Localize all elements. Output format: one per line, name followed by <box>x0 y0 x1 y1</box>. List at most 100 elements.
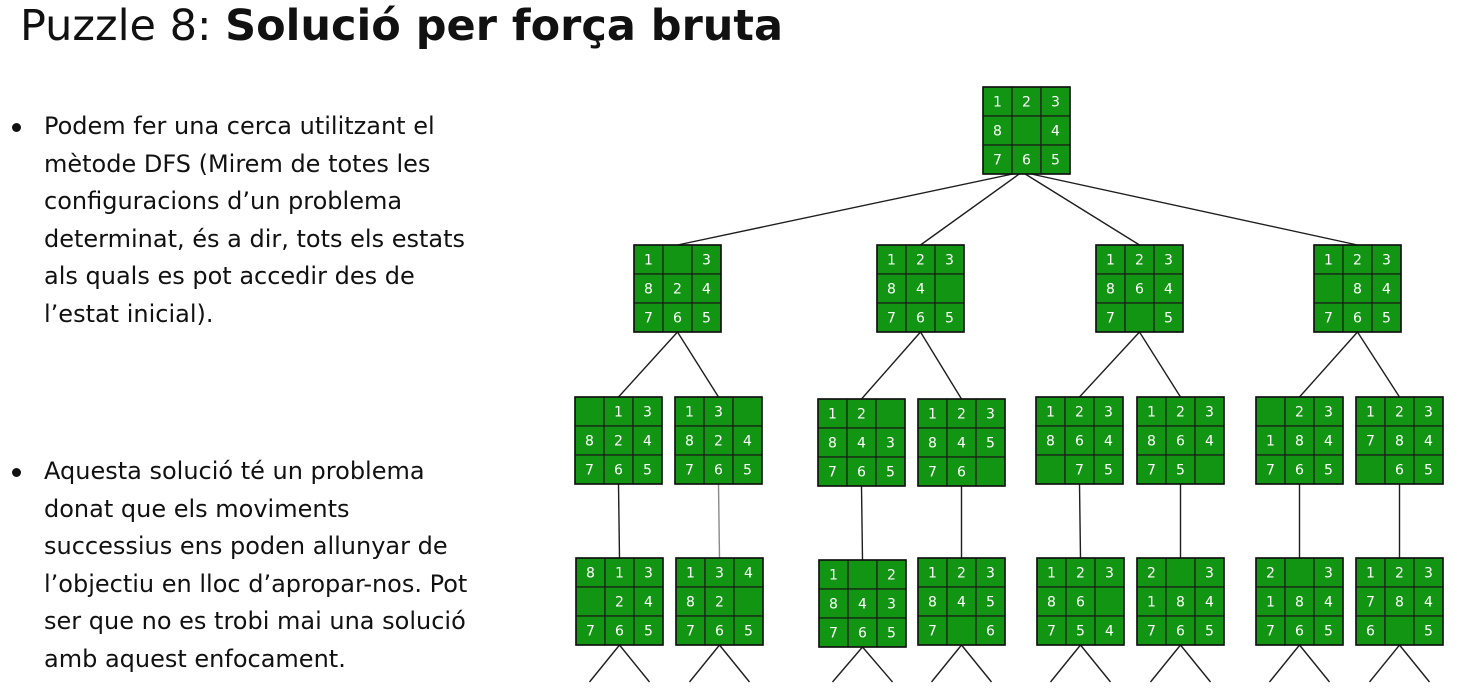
edge-root-to-state-4 <box>1021 171 1358 246</box>
tile <box>846 427 877 458</box>
tile-number: 4 <box>643 434 652 450</box>
tile-number: 1 <box>828 407 837 423</box>
tile-number: 7 <box>644 311 653 327</box>
tile <box>1095 273 1126 304</box>
edge-level2-to-level3-3 <box>860 485 864 561</box>
tile-number: 5 <box>1205 624 1214 640</box>
tile-number: 7 <box>1266 463 1275 479</box>
tile <box>1194 425 1225 456</box>
tile-number: 2 <box>1135 253 1144 269</box>
tile-number: 3 <box>1205 405 1214 421</box>
tile <box>1153 273 1184 304</box>
tile-number: 6 <box>986 624 995 640</box>
title-bold: Solució per força bruta <box>225 1 783 51</box>
edge-continue-left-3 <box>831 646 864 683</box>
tile <box>1384 425 1415 456</box>
tile-number: 2 <box>916 253 925 269</box>
edge-level1-to-level2-4 <box>919 331 963 400</box>
tile <box>817 398 848 429</box>
tile-number: 5 <box>1424 463 1433 479</box>
tile <box>1342 273 1373 304</box>
title-prefix: Puzzle 8: <box>20 1 226 51</box>
tile-number: 6 <box>1395 463 1404 479</box>
tile-number: 4 <box>644 595 653 611</box>
tile-number: 6 <box>1176 434 1185 450</box>
tile <box>946 427 977 458</box>
tile-number: 3 <box>702 253 711 269</box>
tile-number: 7 <box>585 463 594 479</box>
tile <box>917 456 948 487</box>
tile <box>1165 615 1196 646</box>
tile <box>1094 615 1125 646</box>
tile <box>703 454 734 485</box>
tile <box>905 273 936 304</box>
tile-number: 2 <box>1295 405 1304 421</box>
board-frame <box>1095 244 1184 333</box>
tile <box>574 396 605 427</box>
edge-level1-to-level2-7 <box>1298 331 1359 398</box>
tile-number: 8 <box>1395 434 1404 450</box>
tile <box>875 427 906 458</box>
tile-number: 4 <box>702 282 711 298</box>
board-frame <box>917 398 1006 487</box>
board-frame <box>1136 396 1225 485</box>
tile <box>1011 115 1042 146</box>
tile-number: 8 <box>993 124 1002 140</box>
tile-number: 5 <box>643 463 652 479</box>
tile-number: 3 <box>715 566 724 582</box>
tile-number: 5 <box>945 311 954 327</box>
tile-number: 8 <box>585 434 594 450</box>
tile-number: 2 <box>857 407 866 423</box>
tile-number: 1 <box>685 405 694 421</box>
edge-continue-right-7 <box>1298 644 1331 683</box>
tile-number: 4 <box>1205 595 1214 611</box>
tile-number: 7 <box>586 624 595 640</box>
tile-number: 4 <box>957 436 966 452</box>
board-frame <box>675 557 764 646</box>
tile-number: 4 <box>916 282 925 298</box>
tile-number: 6 <box>673 311 682 327</box>
tile-number: 6 <box>1366 624 1375 640</box>
tile <box>1165 396 1196 427</box>
tile-number: 4 <box>1424 434 1433 450</box>
tile-number: 1 <box>615 566 624 582</box>
tile-number: 7 <box>1324 311 1333 327</box>
tile-number: 8 <box>828 436 837 452</box>
tile-number: 7 <box>829 626 838 642</box>
tile-number: 3 <box>886 436 895 452</box>
bullet-list-2: Aquesta solució té un problema donat que… <box>8 453 478 678</box>
tile <box>1165 425 1196 456</box>
tile-number: 5 <box>702 311 711 327</box>
board-frame <box>1355 396 1444 485</box>
tile-number: 7 <box>993 153 1002 169</box>
tile <box>1064 396 1095 427</box>
tile-number: 5 <box>644 624 653 640</box>
tile-number: 7 <box>1266 624 1275 640</box>
edge-level1-to-level2-1 <box>617 331 679 398</box>
tile-number: 2 <box>1076 566 1085 582</box>
tile <box>1413 557 1444 588</box>
tile-number: 3 <box>1424 566 1433 582</box>
tile <box>1371 244 1402 275</box>
tile <box>733 586 764 617</box>
tile-number: 8 <box>1147 434 1156 450</box>
tile <box>1064 425 1095 456</box>
tile <box>1255 396 1286 427</box>
tile-number: 4 <box>1324 595 1333 611</box>
tile <box>1413 615 1444 646</box>
tile-number: 4 <box>857 436 866 452</box>
tile <box>1035 396 1066 427</box>
tile-number: 8 <box>829 597 838 613</box>
board-frame <box>674 396 763 485</box>
tile-number: 7 <box>1366 434 1375 450</box>
tile-number: 1 <box>1106 253 1115 269</box>
tile-number: 8 <box>686 595 695 611</box>
tile-number: 7 <box>887 311 896 327</box>
tile-number: 3 <box>986 566 995 582</box>
tile-number: 2 <box>1395 566 1404 582</box>
tile <box>1413 586 1444 617</box>
tile <box>1384 615 1415 646</box>
